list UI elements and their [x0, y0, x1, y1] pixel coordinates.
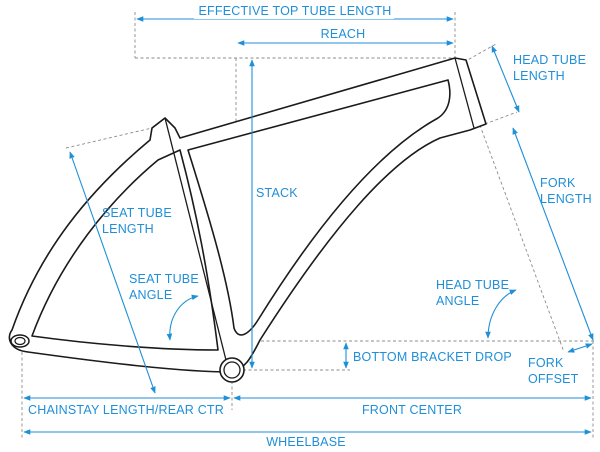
head-tube-bottom-extension [484, 111, 518, 125]
bicycle-frame [8, 57, 487, 383]
head-tube-line [454, 57, 475, 129]
seat-tube-line [164, 117, 229, 369]
effective-top-tube-length-label: EFFECTIVE TOP TUBE LENGTH [198, 4, 391, 18]
seat-tube-angle-arc [166, 294, 199, 341]
fork-length-label-line2: LENGTH [540, 192, 592, 206]
ett-label-bg [194, 4, 394, 19]
head-tube-top-extension [463, 43, 497, 63]
head-tube-length-label-line2: LENGTH [513, 69, 565, 83]
seat-tube-angle-label-line1: SEAT TUBE [129, 272, 199, 286]
fork-length-label-line1: FORK [540, 176, 576, 190]
rear-axle [14, 336, 26, 346]
seat-tube-length-label-line1: SEAT TUBE [102, 206, 172, 220]
bottom-bracket-inner [223, 361, 241, 379]
head-tube-angle-label-line2: ANGLE [436, 294, 479, 308]
dimension-labels: EFFECTIVE TOP TUBE LENGTH REACH HEAD TUB… [28, 4, 592, 449]
fork-offset-arrow [567, 343, 593, 353]
seat-tube-length-label-line2: LENGTH [102, 222, 154, 236]
seat-tube-angle-label-line2: ANGLE [129, 288, 172, 302]
rear-dropout [10, 334, 30, 348]
reach-label: REACH [321, 27, 366, 41]
chainstay-length-label: CHAINSTAY LENGTH/REAR CTR [28, 403, 224, 417]
front-center-label: FRONT CENTER [362, 403, 462, 417]
fork-offset-label-line1: FORK [528, 356, 564, 370]
fork-length-arrow [512, 127, 594, 341]
dimension-arrows [23, 16, 594, 435]
stack-label: STACK [256, 186, 298, 200]
seat-tube-length-arrow [69, 151, 156, 394]
head-tube-angle-label-line1: HEAD TUBE [436, 278, 509, 292]
head-tube-length-arrow [491, 45, 520, 113]
wheelbase-label: WHEELBASE [266, 435, 346, 449]
bottom-bracket-drop-label: BOTTOM BRACKET DROP [353, 350, 512, 364]
head-tube-angle-arc [485, 289, 517, 339]
head-tube-length-label-line1: HEAD TUBE [513, 53, 586, 67]
seat-tube-top-extension [65, 127, 153, 149]
seat-post-stub [151, 117, 166, 129]
reach-label-bg [314, 27, 372, 42]
fork-offset-label-line2: OFFSET [528, 372, 579, 386]
